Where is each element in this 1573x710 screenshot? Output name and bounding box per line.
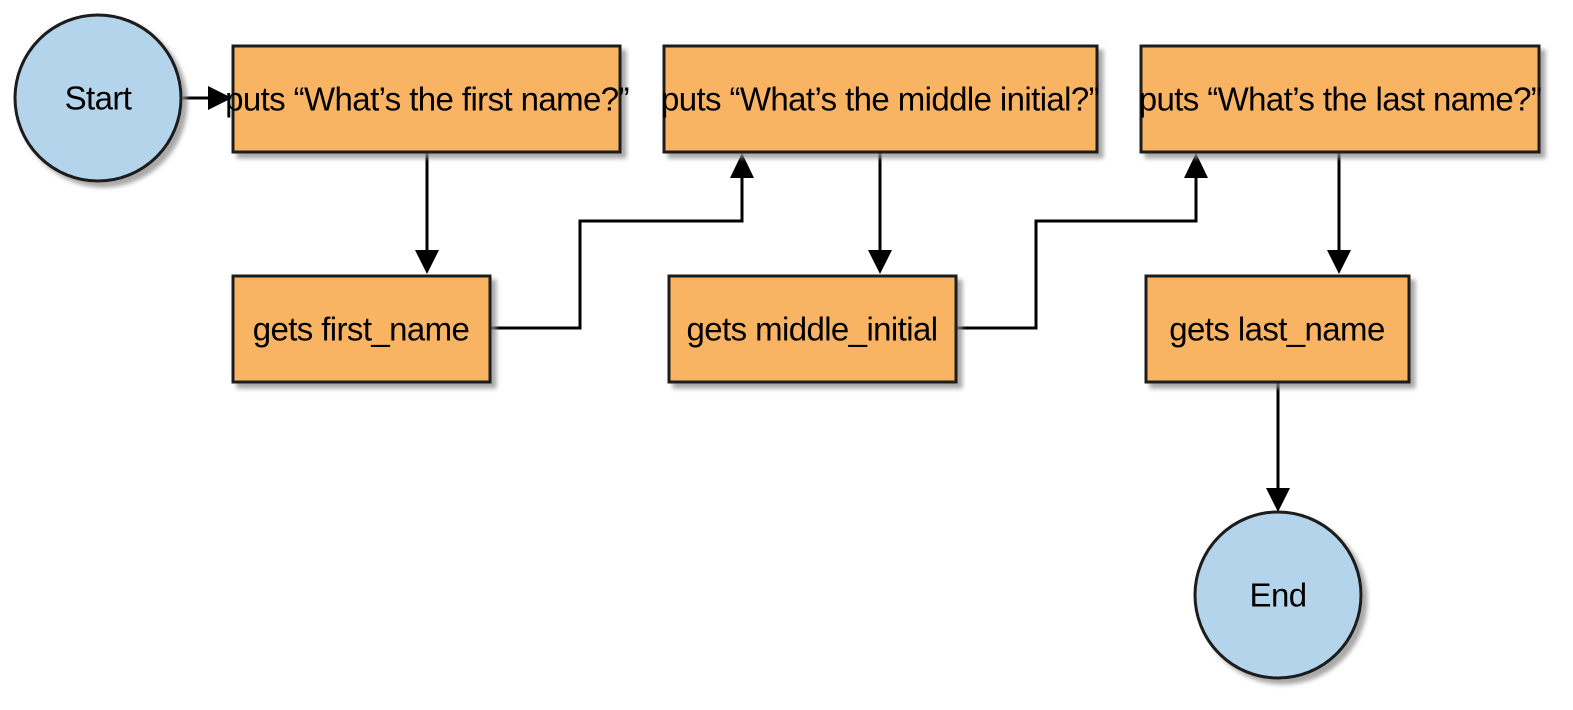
arrowhead-puts-first-to-gets-first [415, 250, 439, 274]
edge-gets-first-to-puts-middle [490, 178, 744, 330]
arrowhead-puts-last-to-gets-last [1327, 250, 1351, 274]
gets-first-name-label: gets first_name [253, 311, 470, 348]
start-node: Start [13, 13, 183, 183]
connectors [183, 86, 1351, 512]
arrowhead-gets-first-to-puts-middle [730, 153, 754, 178]
edge-gets-middle-to-puts-last [956, 178, 1198, 330]
end-label: End [1250, 577, 1307, 614]
puts-first-name-label: puts “What’s the first name?” [225, 81, 629, 118]
end-node: End [1193, 510, 1363, 680]
puts-last-name-label: puts “What’s the last name?” [1139, 81, 1542, 118]
gets-last-name-label: gets last_name [1169, 311, 1384, 348]
puts-first-name-node: puts “What’s the first name?” [225, 44, 630, 154]
gets-last-name-node: gets last_name [1144, 274, 1411, 384]
arrowhead-gets-last-to-end [1266, 488, 1290, 512]
arrowhead-start-to-puts-first [208, 86, 232, 110]
gets-middle-initial-label: gets middle_initial [687, 311, 938, 348]
puts-last-name-node: puts “What’s the last name?” [1139, 44, 1542, 154]
gets-first-name-node: gets first_name [231, 274, 492, 384]
puts-middle-initial-node: puts “What’s the middle initial?” [661, 44, 1100, 154]
arrowhead-puts-middle-to-gets-middle [868, 250, 892, 274]
arrowhead-gets-middle-to-puts-last [1184, 153, 1208, 178]
start-label: Start [65, 80, 132, 117]
puts-middle-initial-label: puts “What’s the middle initial?” [661, 81, 1099, 118]
gets-middle-initial-node: gets middle_initial [667, 274, 958, 384]
